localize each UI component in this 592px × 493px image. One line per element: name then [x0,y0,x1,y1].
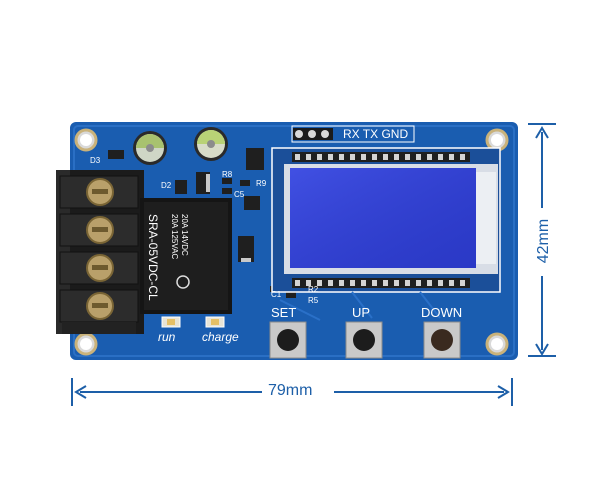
run-led [161,316,181,328]
set-button [269,321,307,359]
mounting-holes [74,128,509,356]
charge-led-label: charge [202,330,239,344]
screw-terminal-block [56,170,144,334]
width-dimension-label: 79mm [268,382,313,399]
relay-label-line1: SRA-05VDC-CL [146,214,160,301]
relay-label-line3: 20A 125VAC [170,214,179,260]
header-pin-label: RX TX GND [343,127,409,141]
height-dimension [528,123,556,357]
designator-r9: R9 [256,179,267,188]
terminal-screws [86,178,114,320]
up-label: UP [352,305,371,320]
down-button [423,321,461,359]
uart-header-pins [293,128,333,140]
designator-r2: R2 [308,285,319,294]
up-button [345,321,383,359]
run-led-label: run [158,330,176,344]
designator-r5: R5 [308,296,319,305]
lcd-display [271,147,501,293]
relay-label-line2: 20A 14VDC [180,214,189,256]
designator-r8: R8 [222,170,233,179]
width-dimension [71,378,513,406]
charge-led [205,316,225,328]
electrolytic-capacitor [133,131,167,165]
designator-d2: D2 [161,181,172,190]
height-dimension-label: 42mm [535,218,552,264]
electrolytic-capacitor [194,127,228,161]
designator-c5: C5 [234,190,245,199]
relay [140,198,232,314]
set-label: SET [271,305,297,320]
designator-c1: C1 [271,290,282,299]
down-label: DOWN [421,305,463,320]
designator-d3: D3 [90,156,101,165]
